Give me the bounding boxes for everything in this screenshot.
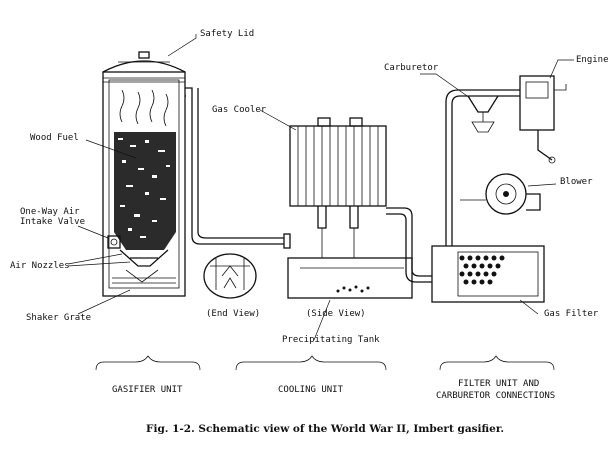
section-gasifier-unit: GASIFIER UNIT [112,385,183,395]
label-precipitating-tank: Precipitating Tank [282,335,380,345]
label-side-view: (Side View) [306,309,366,319]
label-intake-valve-1: One-Way Air [20,207,80,217]
engine [519,75,567,164]
carburetor [467,95,499,133]
heat-lines [119,89,169,127]
safety-lid [102,60,186,73]
shaker-grate [112,269,176,284]
label-safety-lid: Safety Lid [200,29,254,39]
figure-caption: Fig. 1-2. Schematic view of the World Wa… [146,423,504,435]
blower [460,173,541,215]
wood-fuel-bed [114,132,176,250]
end-view-sketch [203,253,257,299]
label-intake-valve-2: Intake Valve [20,217,85,227]
gasifier-unit [102,51,284,297]
section-filter-unit-2: CARBURETOR CONNECTIONS [436,391,555,401]
cooling-unit [283,117,432,299]
label-end-view: (End View) [206,309,260,319]
leader-lines [67,34,574,341]
label-blower: Blower [560,177,593,187]
intake-valve [107,235,121,249]
label-carburetor: Carburetor [384,63,439,73]
section-filter-unit-1: FILTER UNIT AND [458,379,539,389]
label-shaker-grate: Shaker Grate [26,313,91,323]
label-gas-cooler: Gas Cooler [212,105,267,115]
label-air-nozzles: Air Nozzles [10,261,70,271]
air-nozzle-assembly [119,249,169,267]
filter-unit [431,75,567,303]
label-wood-fuel: Wood Fuel [30,133,79,143]
label-gas-filter: Gas Filter [544,309,599,319]
section-cooling-unit: COOLING UNIT [278,385,344,395]
section-braces [95,355,555,371]
label-engine: Engine [576,55,609,65]
